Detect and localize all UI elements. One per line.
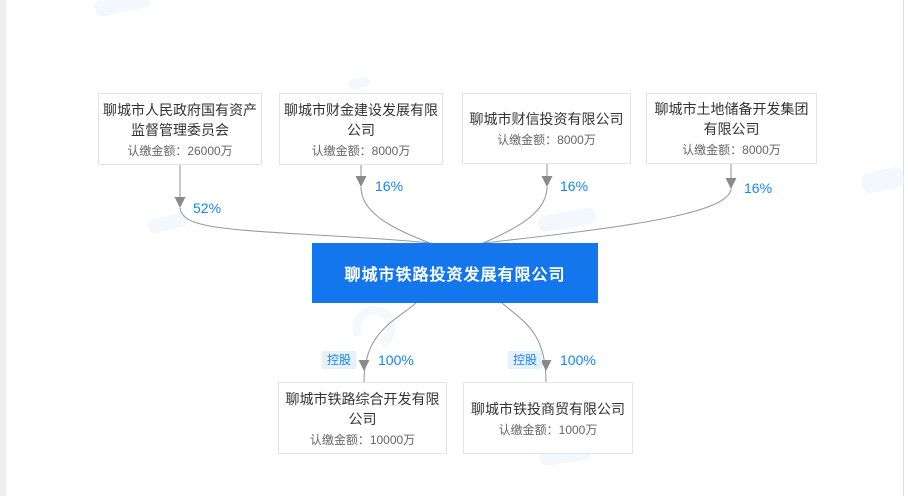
shareholder-box-2[interactable]: 聊城市财金建设发展有限公司 认缴金额：8000万 xyxy=(279,93,443,165)
company-name: 聊城市土地储备开发集团有限公司 xyxy=(654,101,809,137)
percent-label-shareholder-2: 16% xyxy=(375,178,404,194)
arrowhead xyxy=(355,176,367,187)
center-company-box[interactable]: 聊城市铁路投资发展有限公司 xyxy=(312,243,598,303)
link-curve-4 xyxy=(482,188,732,244)
page-right-border xyxy=(903,0,904,496)
subscribed-amount: 认缴金额：8000万 xyxy=(497,133,596,147)
company-name: 聊城市人民政府国有资产监督管理委员会 xyxy=(103,101,257,138)
watermark xyxy=(93,0,152,18)
shareholder-box-1[interactable]: 聊城市人民政府国有资产监督管理委员会 认缴金额：26000万 xyxy=(98,93,262,165)
company-name: 聊城市铁路综合开发有限公司 xyxy=(285,390,440,427)
subsidiary-box-2[interactable]: 聊城市铁投商贸有限公司 认缴金额：1000万 xyxy=(463,382,633,454)
subscribed-amount: 认缴金额：1000万 xyxy=(498,422,598,437)
page-left-edge-strip xyxy=(0,0,6,496)
arrowhead xyxy=(358,360,370,371)
company-name: 聊城市财信投资有限公司 xyxy=(469,111,624,127)
subscribed-amount: 认缴金额：26000万 xyxy=(127,143,233,158)
company-name: 聊城市铁投商贸有限公司 xyxy=(471,400,625,417)
company-name: 聊城市财金建设发展有限公司 xyxy=(284,101,438,138)
link-curve-3 xyxy=(482,186,548,244)
watermark xyxy=(347,75,371,91)
percent-label-shareholder-4: 16% xyxy=(744,180,773,196)
center-company-name: 聊城市铁路投资发展有限公司 xyxy=(344,267,566,284)
subscribed-amount: 认缴金额：8000万 xyxy=(311,143,411,158)
subscribed-amount: 认缴金额：10000万 xyxy=(309,432,416,447)
shareholder-box-3[interactable]: 聊城市财信投资有限公司 认缴金额：8000万 xyxy=(462,93,631,164)
holding-badge-1: 控股 xyxy=(322,351,357,369)
arrowhead xyxy=(540,360,552,371)
holding-badge-2: 控股 xyxy=(508,351,543,369)
watermark xyxy=(860,165,906,195)
percent-label-shareholder-3: 16% xyxy=(560,178,589,194)
subscribed-amount: 认缴金额：8000万 xyxy=(682,143,781,157)
subsidiary-box-1[interactable]: 聊城市铁路综合开发有限公司 认缴金额：10000万 xyxy=(278,382,447,454)
arrowhead xyxy=(541,176,553,187)
shareholder-box-4[interactable]: 聊城市土地储备开发集团有限公司 认缴金额：8000万 xyxy=(646,93,817,164)
percent-label-shareholder-1: 52% xyxy=(193,200,222,216)
watermark xyxy=(345,299,403,357)
percent-label-subsidiary-1: 100% xyxy=(378,352,414,368)
link-subsidiary-2 xyxy=(501,302,547,383)
arrowhead xyxy=(725,178,737,189)
arrowhead xyxy=(174,197,186,208)
percent-label-subsidiary-2: 100% xyxy=(560,352,596,368)
watermark xyxy=(146,211,190,235)
watermark xyxy=(537,207,597,233)
link-curve-2 xyxy=(360,186,431,244)
